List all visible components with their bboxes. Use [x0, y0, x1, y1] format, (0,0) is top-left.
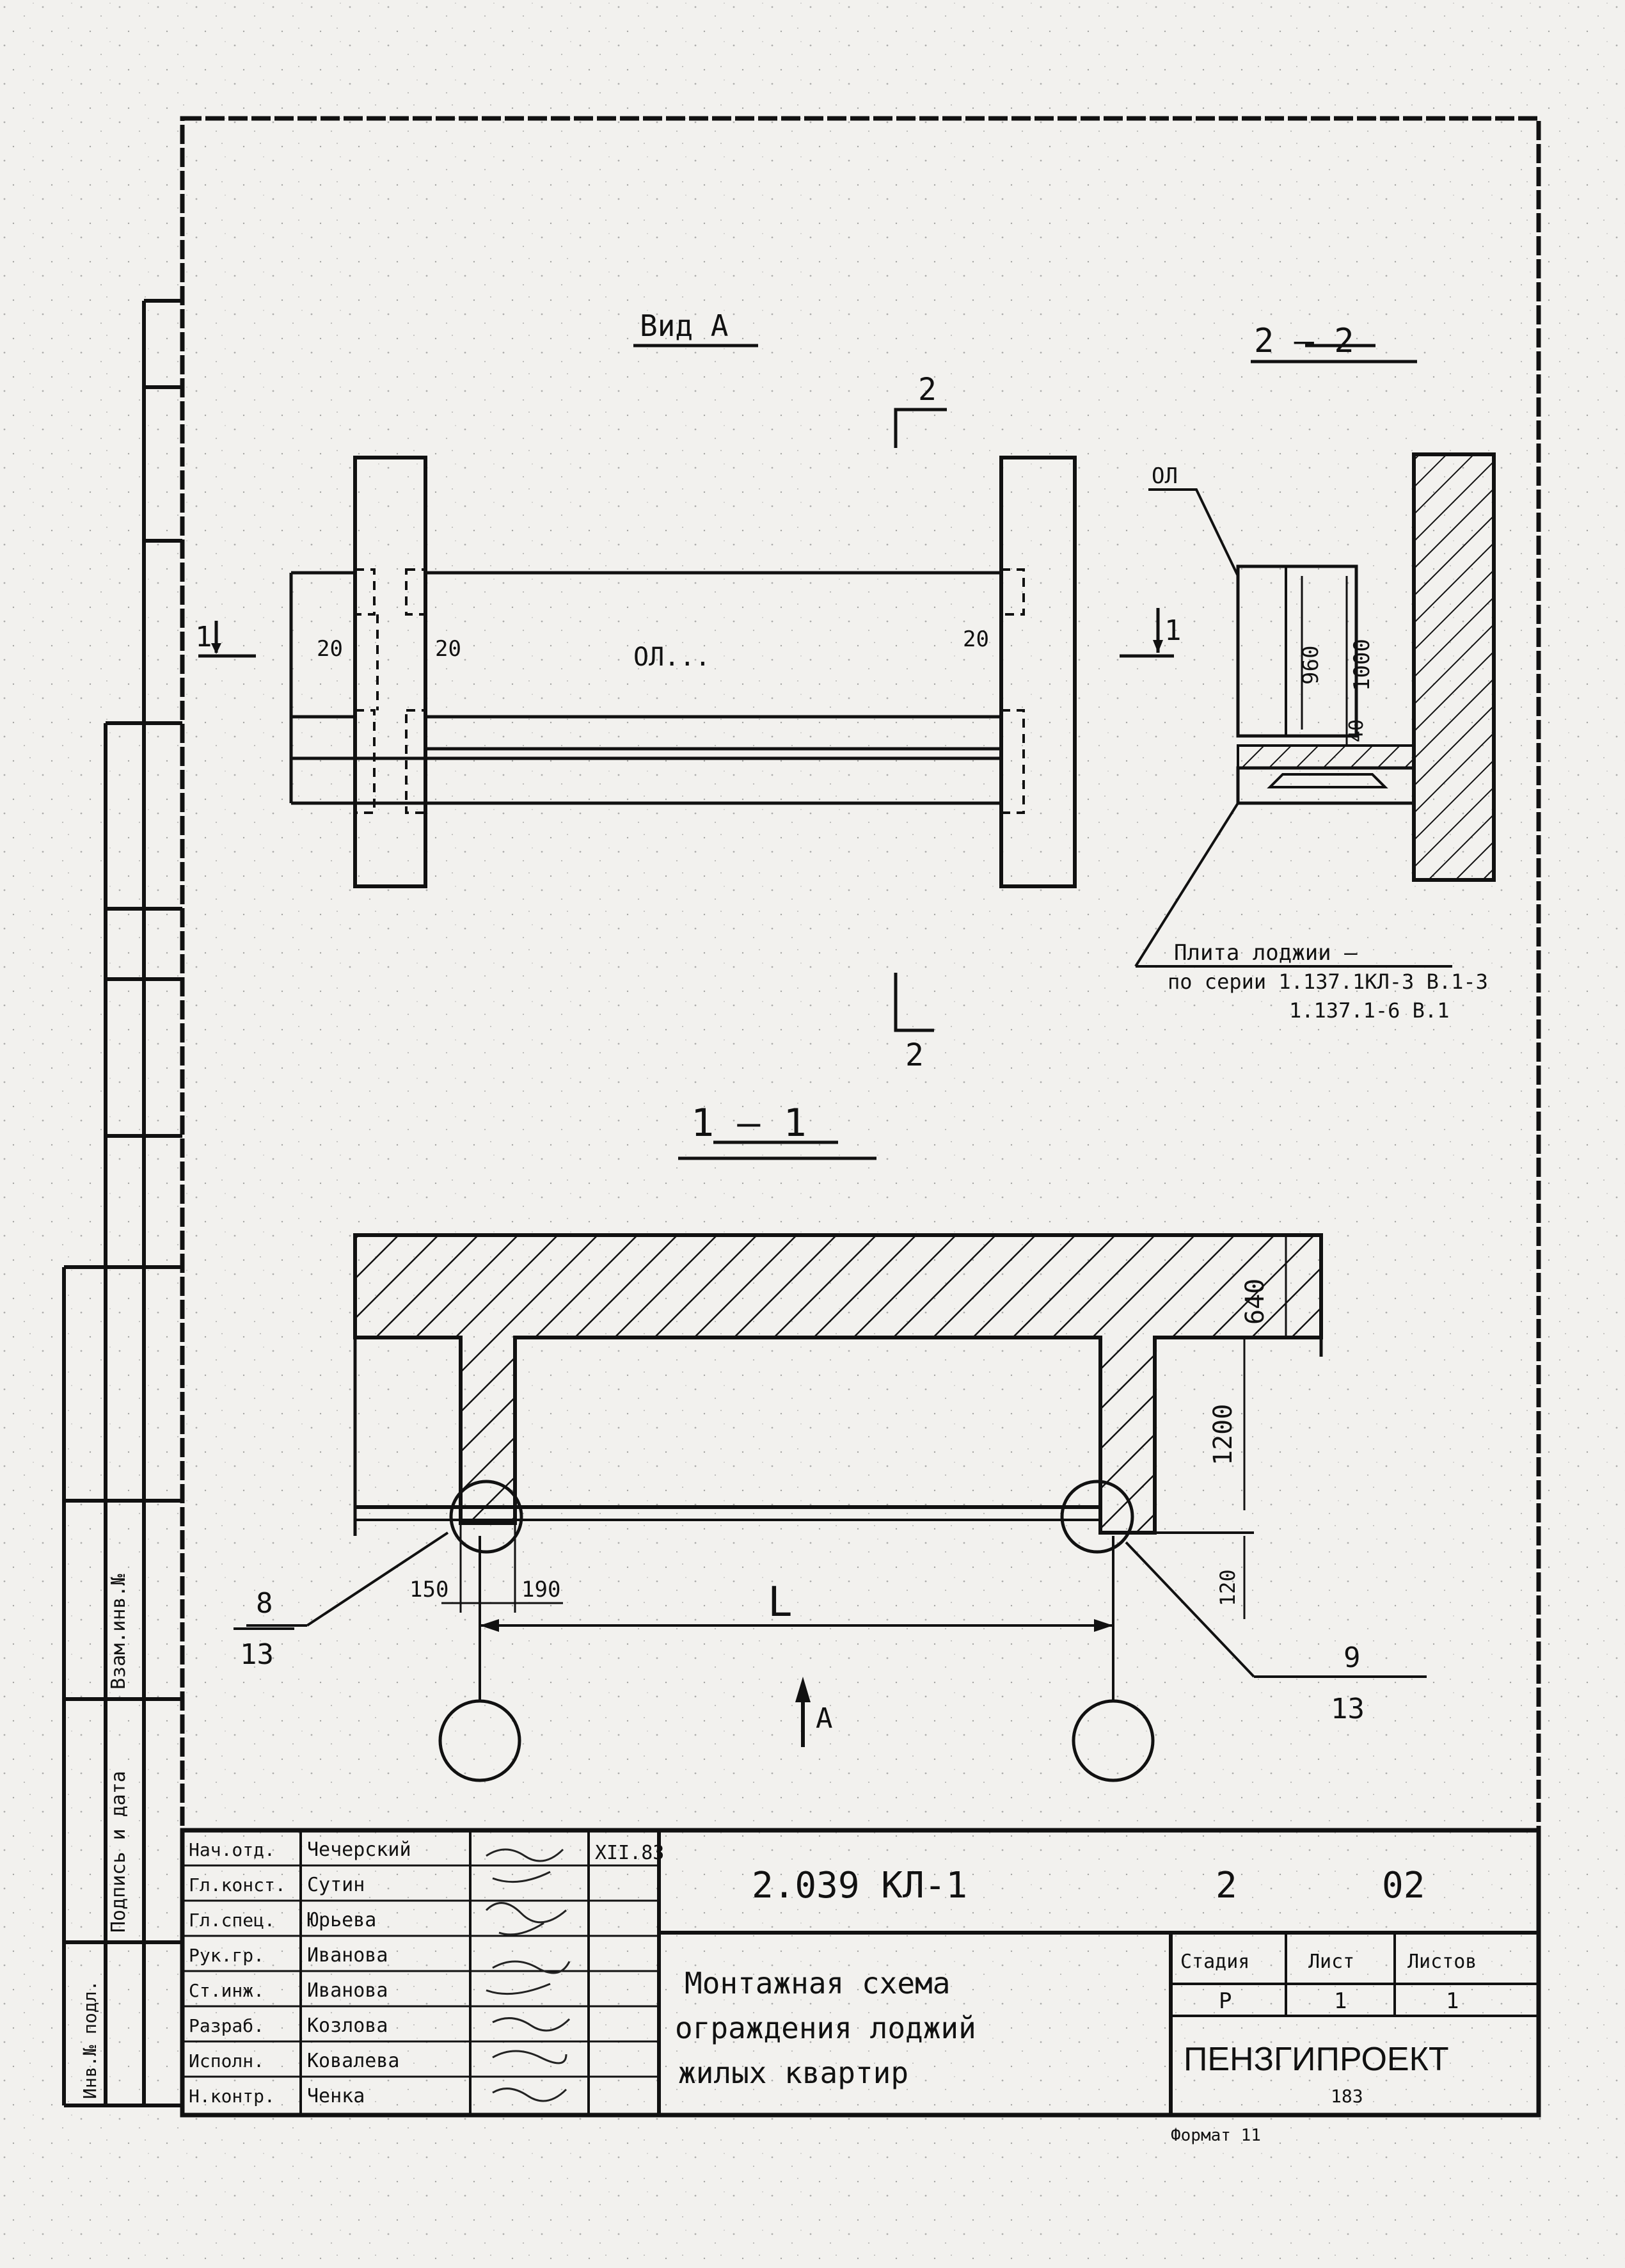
- title-block: [180, 1828, 1541, 2118]
- col-sheet: Лист: [1308, 1951, 1354, 1973]
- role-7: Н.контр.: [189, 2086, 275, 2107]
- dim-150: 150: [409, 1577, 448, 1602]
- col-stage: Стадия: [1180, 1951, 1249, 1973]
- name-1: Сутин: [307, 1874, 365, 1896]
- role-3: Рук.гр.: [189, 1945, 264, 1966]
- role-5: Разраб.: [189, 2015, 264, 2036]
- name-0: Чечерский: [307, 1839, 411, 1861]
- slab-note-1: Плита лоджии —: [1174, 940, 1358, 966]
- strip-label-3: Инв.№ подл.: [79, 1981, 100, 2099]
- callout-right-sheet: 13: [1331, 1693, 1365, 1725]
- format-note: Формат 11: [1171, 2126, 1261, 2145]
- left-strip: [62, 299, 182, 2107]
- signature-scribbles: [485, 1848, 571, 2102]
- name-7: Ченка: [307, 2085, 365, 2107]
- stage-value: Р: [1219, 1988, 1232, 2014]
- role-6: Исполн.: [189, 2050, 264, 2072]
- cut-left-label: 1: [195, 621, 212, 653]
- role-1: Гл.конст.: [189, 1874, 286, 1896]
- section-2-2: [1134, 344, 1496, 968]
- dim-640: 640: [1241, 1279, 1270, 1325]
- organization: ПЕНЗГИПРОЕКТ: [1184, 2041, 1449, 2078]
- cut-mark-top: 2: [918, 372, 937, 408]
- dim-120: 120: [1216, 1569, 1240, 1606]
- name-6: Ковалева: [307, 2050, 400, 2072]
- col-sheets: Листов: [1407, 1951, 1477, 1973]
- dim-1000: 1000: [1349, 639, 1375, 691]
- name-4: Иванова: [307, 1979, 388, 2002]
- role-0: Нач.отд.: [189, 1839, 275, 1860]
- view-a-title: Вид А: [640, 308, 728, 343]
- name-3: Иванова: [307, 1944, 388, 1967]
- sheets-value: 1: [1446, 1988, 1459, 2014]
- view-arrow-label: А: [816, 1702, 833, 1735]
- section-2-2-title: 2 — 2: [1254, 322, 1354, 360]
- title-line-3: жилых квартир: [678, 2056, 908, 2090]
- dim-40: 40: [1345, 719, 1368, 742]
- axis-bubble-left: [438, 1699, 521, 1782]
- title-line-1: Монтажная схема: [685, 1966, 950, 2000]
- name-2: Юрьева: [307, 1909, 376, 1931]
- section-1-1-title: 1 — 1: [691, 1101, 807, 1146]
- sheet-value: 1: [1334, 1988, 1347, 2014]
- dim-1200: 1200: [1209, 1404, 1238, 1465]
- panel-label: ОЛ...: [633, 643, 710, 672]
- slab-note-2: по серии 1.137.1КЛ-3 В.1-3: [1168, 970, 1488, 994]
- dim-20-b: 20: [435, 636, 461, 662]
- view-a: [198, 344, 1174, 1032]
- title-line-2: ограждения лоджий: [675, 2011, 976, 2045]
- section22-panel-label: ОЛ: [1152, 463, 1178, 489]
- organization-sub: 183: [1331, 2086, 1363, 2107]
- sheet-code-2: 02: [1382, 1865, 1425, 1906]
- role-4: Ст.инж.: [189, 1980, 264, 2001]
- dim-20-c: 20: [963, 627, 989, 652]
- right-pier: [999, 456, 1077, 888]
- callout-left-num: 8: [256, 1587, 273, 1620]
- strip-label-1: Взам.инв.№: [107, 1574, 130, 1689]
- role-2: Гл.спец.: [189, 1910, 275, 1931]
- sign-date: XII.83: [595, 1842, 664, 1864]
- dim-960: 960: [1298, 646, 1324, 685]
- cut-mark-bottom: 2: [905, 1037, 924, 1073]
- axis-bubble-right: [1072, 1699, 1155, 1782]
- section-1-1: [246, 1140, 1427, 1782]
- callout-left-sheet: 13: [240, 1638, 274, 1671]
- doc-code: 2.039 КЛ-1: [752, 1865, 967, 1906]
- dim-L: L: [768, 1579, 793, 1626]
- sheet-code: 2: [1216, 1865, 1237, 1906]
- strip-label-2: Подпись и дата: [107, 1771, 130, 1933]
- left-pier: [353, 456, 427, 888]
- name-5: Козлова: [307, 2015, 388, 2037]
- cut-right-label: 1: [1164, 614, 1182, 647]
- dim-20-a: 20: [317, 636, 343, 662]
- callout-right-num: 9: [1344, 1641, 1361, 1674]
- dim-190: 190: [521, 1577, 560, 1602]
- slab-note-3: 1.137.1-6 В.1: [1289, 998, 1449, 1023]
